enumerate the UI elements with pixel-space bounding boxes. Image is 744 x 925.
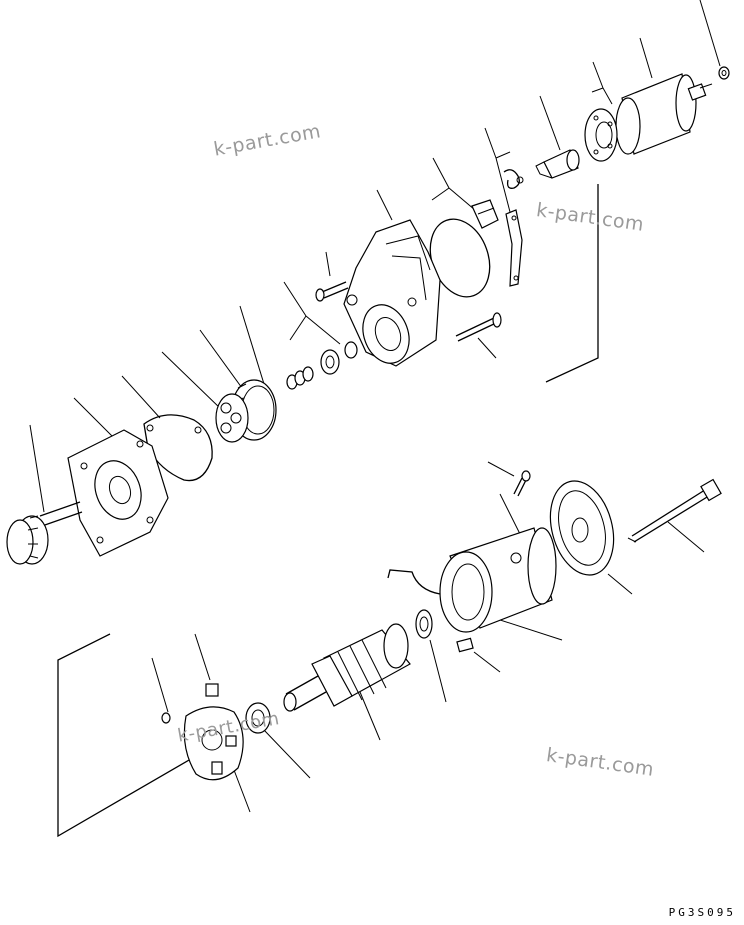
bearing-small xyxy=(344,341,358,359)
drawing-code: PG3S095 xyxy=(668,906,736,919)
through-bolt-upper xyxy=(455,312,502,342)
spring-clip xyxy=(503,169,524,189)
thrust-washer xyxy=(415,609,433,639)
leader-lines-upper xyxy=(29,0,721,513)
housing-bolt-short xyxy=(315,281,349,302)
shift-lever xyxy=(505,209,523,287)
armature xyxy=(283,623,411,712)
bearing-large xyxy=(320,349,340,375)
bearing-balls xyxy=(286,366,314,390)
yoke-screw xyxy=(513,470,531,497)
solenoid-plate xyxy=(584,108,618,162)
plunger xyxy=(535,149,580,179)
yoke-field-frame xyxy=(387,527,557,633)
rear-cover xyxy=(549,480,615,576)
rear-bearing xyxy=(245,702,271,734)
lower-group-bracket xyxy=(57,633,197,838)
front-bracket xyxy=(67,429,169,557)
lever-block xyxy=(471,199,499,229)
solenoid-switch xyxy=(615,73,713,155)
terminal-nut xyxy=(718,66,730,80)
field-brush xyxy=(456,637,474,653)
gear-housing xyxy=(343,219,441,367)
pinion-gear xyxy=(6,501,83,565)
brush-holder-nut xyxy=(161,712,171,724)
leader-lines-lower xyxy=(151,461,705,813)
through-bolt-lower xyxy=(627,478,722,543)
planet-gears xyxy=(215,393,249,443)
upper-group-bracket xyxy=(545,184,599,383)
gasket xyxy=(143,414,213,482)
brush-holder xyxy=(183,683,244,781)
